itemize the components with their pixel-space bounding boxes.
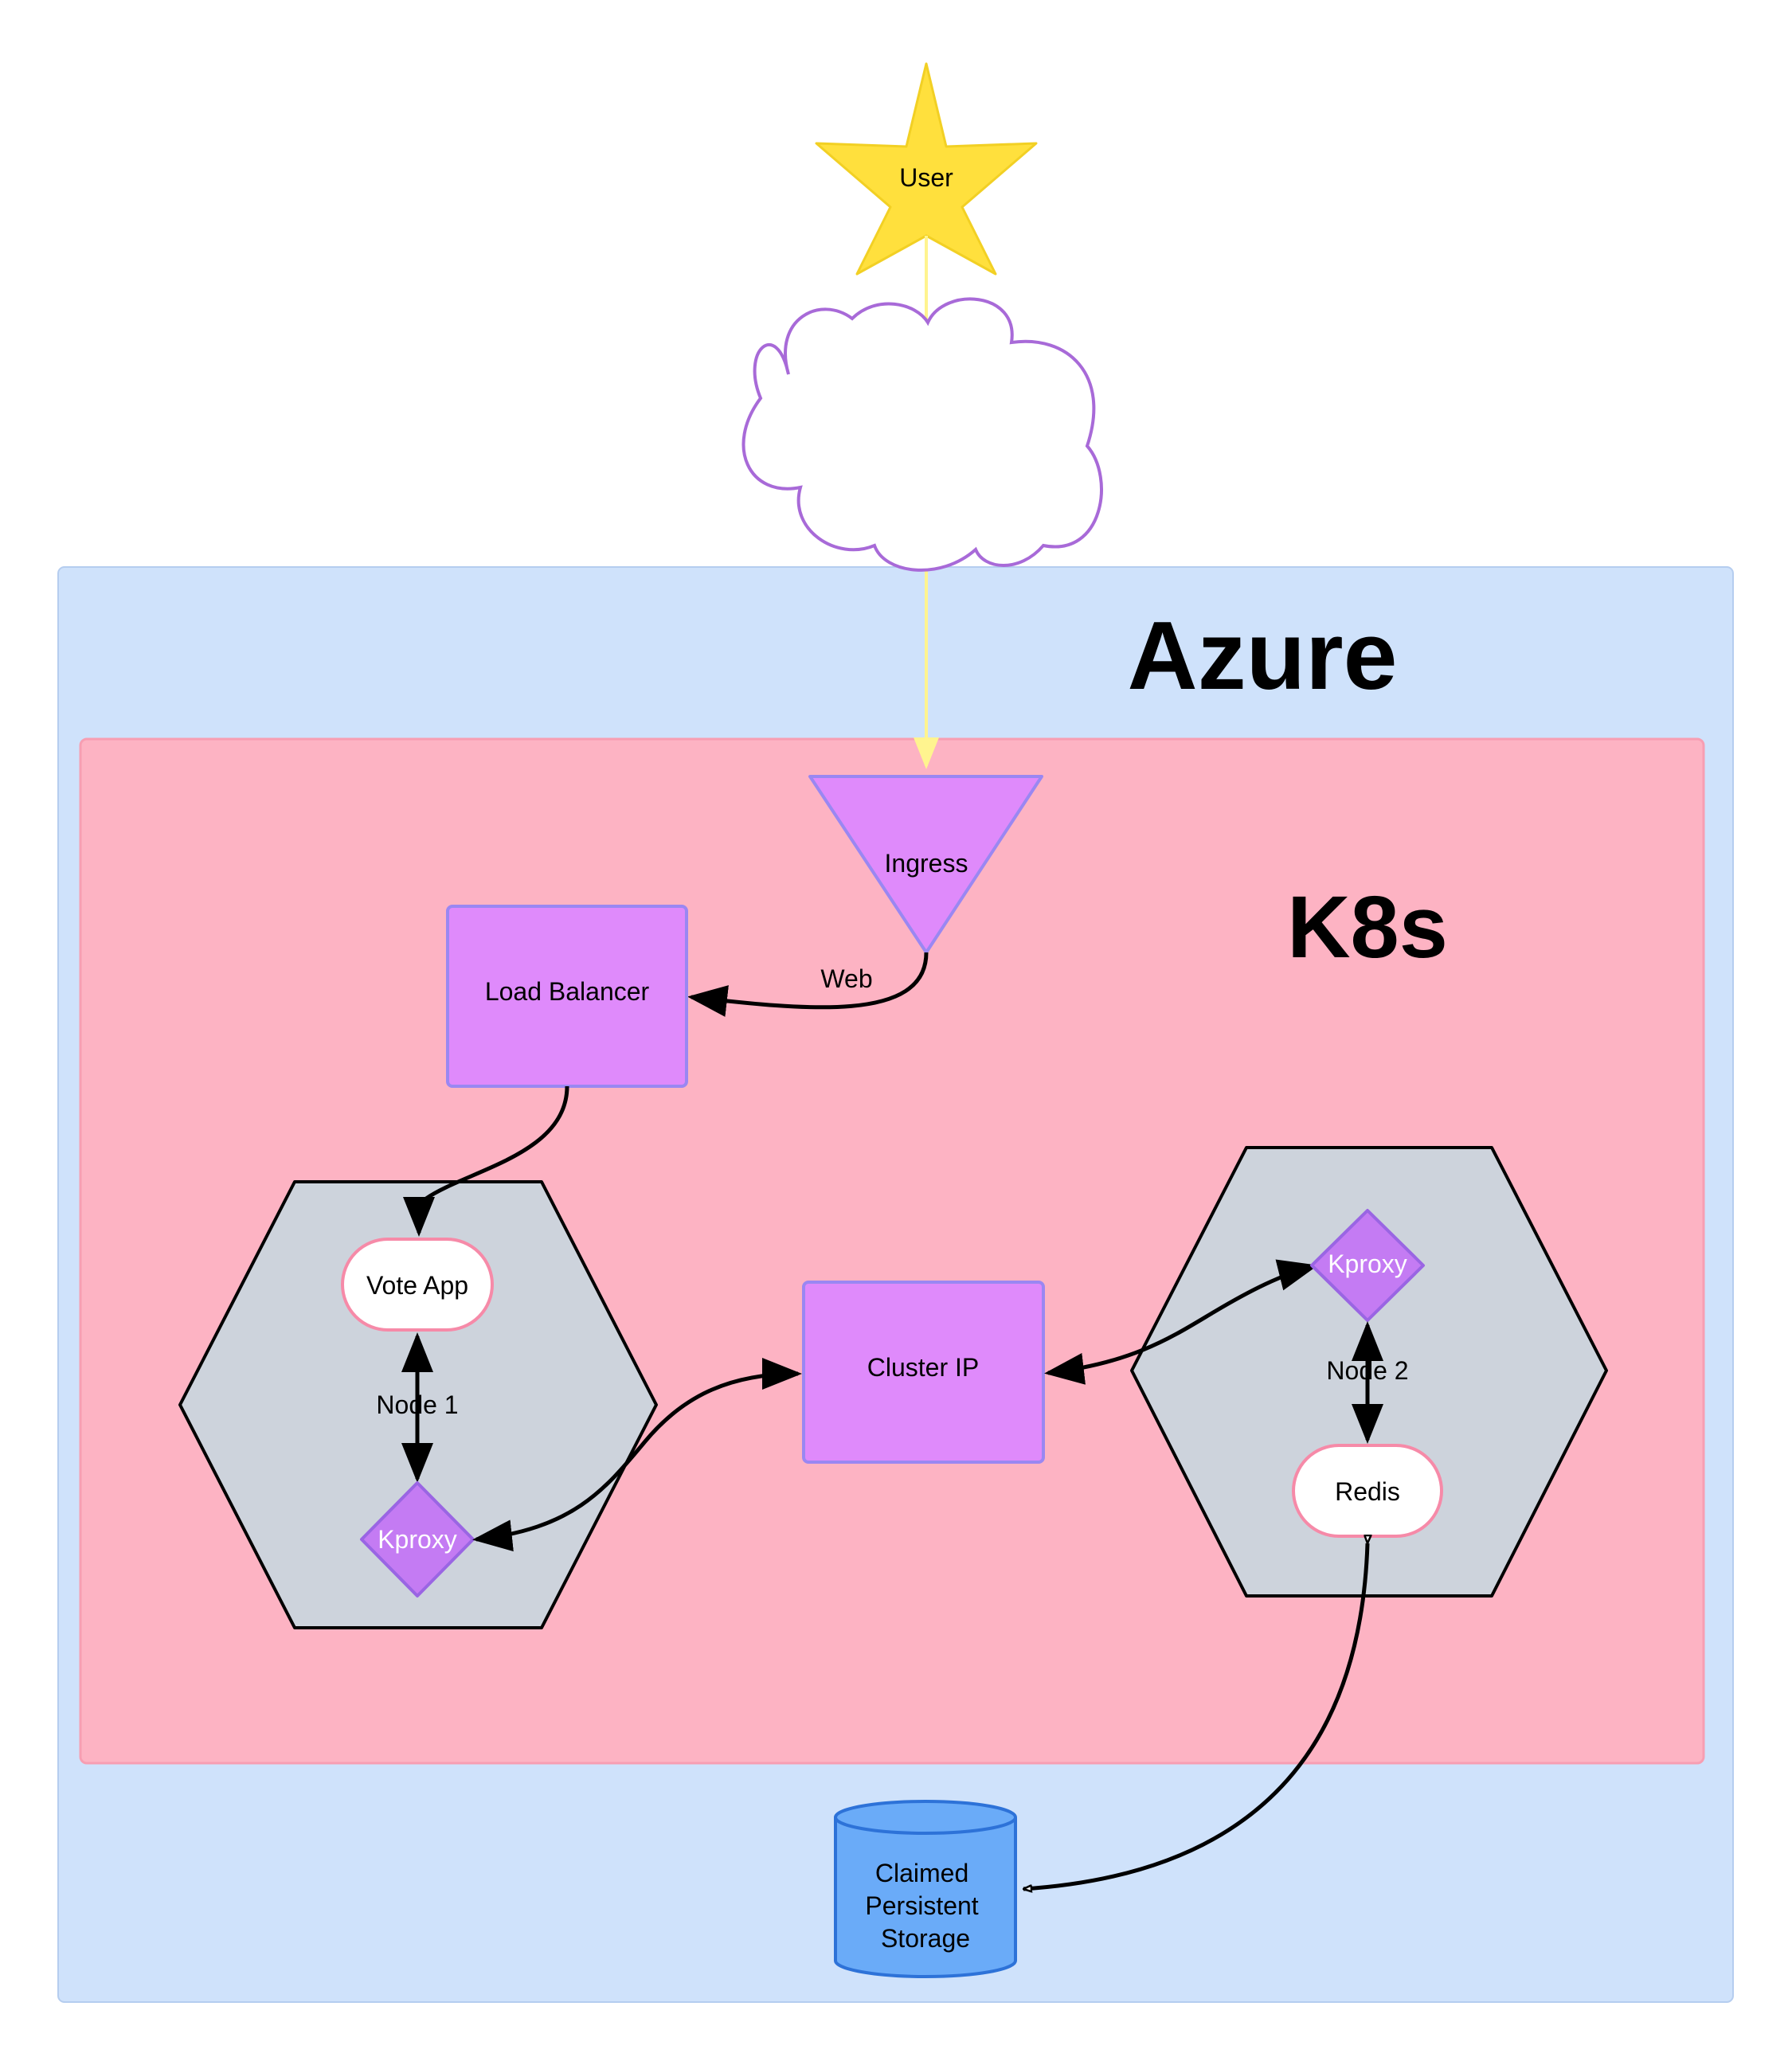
ingress-to-lb-edge — [687, 952, 929, 1017]
cloud-icon[interactable] — [741, 297, 1103, 572]
redis-label: Redis — [1335, 1477, 1400, 1506]
storage-label: Claimed Persistent Storage — [865, 1859, 985, 1953]
kproxy-1-node[interactable]: Kproxy — [360, 1481, 475, 1598]
k8s-title: K8s — [1287, 878, 1448, 976]
cluster-ip-label: Cluster IP — [867, 1353, 979, 1382]
load-balancer-label: Load Balancer — [485, 977, 650, 1006]
cluster-ip-box — [802, 1281, 1045, 1464]
kproxy-2-label: Kproxy — [1328, 1250, 1407, 1278]
cluster-ip-to-kproxy2-edge — [1044, 1259, 1318, 1385]
vote-app-label: Vote App — [366, 1271, 468, 1300]
ingress-triangle-shape — [808, 775, 1043, 954]
kproxy-2-node[interactable]: Kproxy — [1310, 1209, 1425, 1322]
vote-app-pill — [341, 1238, 494, 1332]
vote-app-node[interactable]: Vote App — [341, 1238, 494, 1332]
lb-to-vote-app-edge — [403, 1085, 569, 1237]
storage-label-line-3: Storage — [881, 1924, 970, 1953]
web-edge-label: Web — [820, 964, 872, 993]
kproxy-1-diamond — [360, 1481, 475, 1598]
kproxy-1-label: Kproxy — [378, 1525, 457, 1554]
storage-cylinder-body — [834, 1817, 1017, 1978]
storage-label-line-1: Claimed — [875, 1859, 968, 1887]
kproxy1-to-cluster-ip-edge — [472, 1358, 802, 1552]
ingress-node[interactable]: Ingress — [808, 775, 1043, 954]
redis-to-storage-edge — [1023, 1543, 1367, 1889]
kproxy-2-diamond — [1310, 1209, 1425, 1322]
storage-label-line-2: Persistent — [865, 1891, 978, 1920]
storage-cylinder-top — [834, 1800, 1017, 1835]
cluster-ip-node[interactable]: Cluster IP — [802, 1281, 1045, 1464]
storage-node[interactable]: Claimed Persistent Storage — [834, 1800, 1017, 1978]
ingress-label: Ingress — [885, 849, 968, 878]
user-label: User — [899, 163, 953, 192]
load-balancer-node[interactable]: Load Balancer — [446, 905, 688, 1088]
redis-node[interactable]: Redis — [1292, 1444, 1443, 1538]
azure-title: Azure — [1128, 601, 1398, 710]
